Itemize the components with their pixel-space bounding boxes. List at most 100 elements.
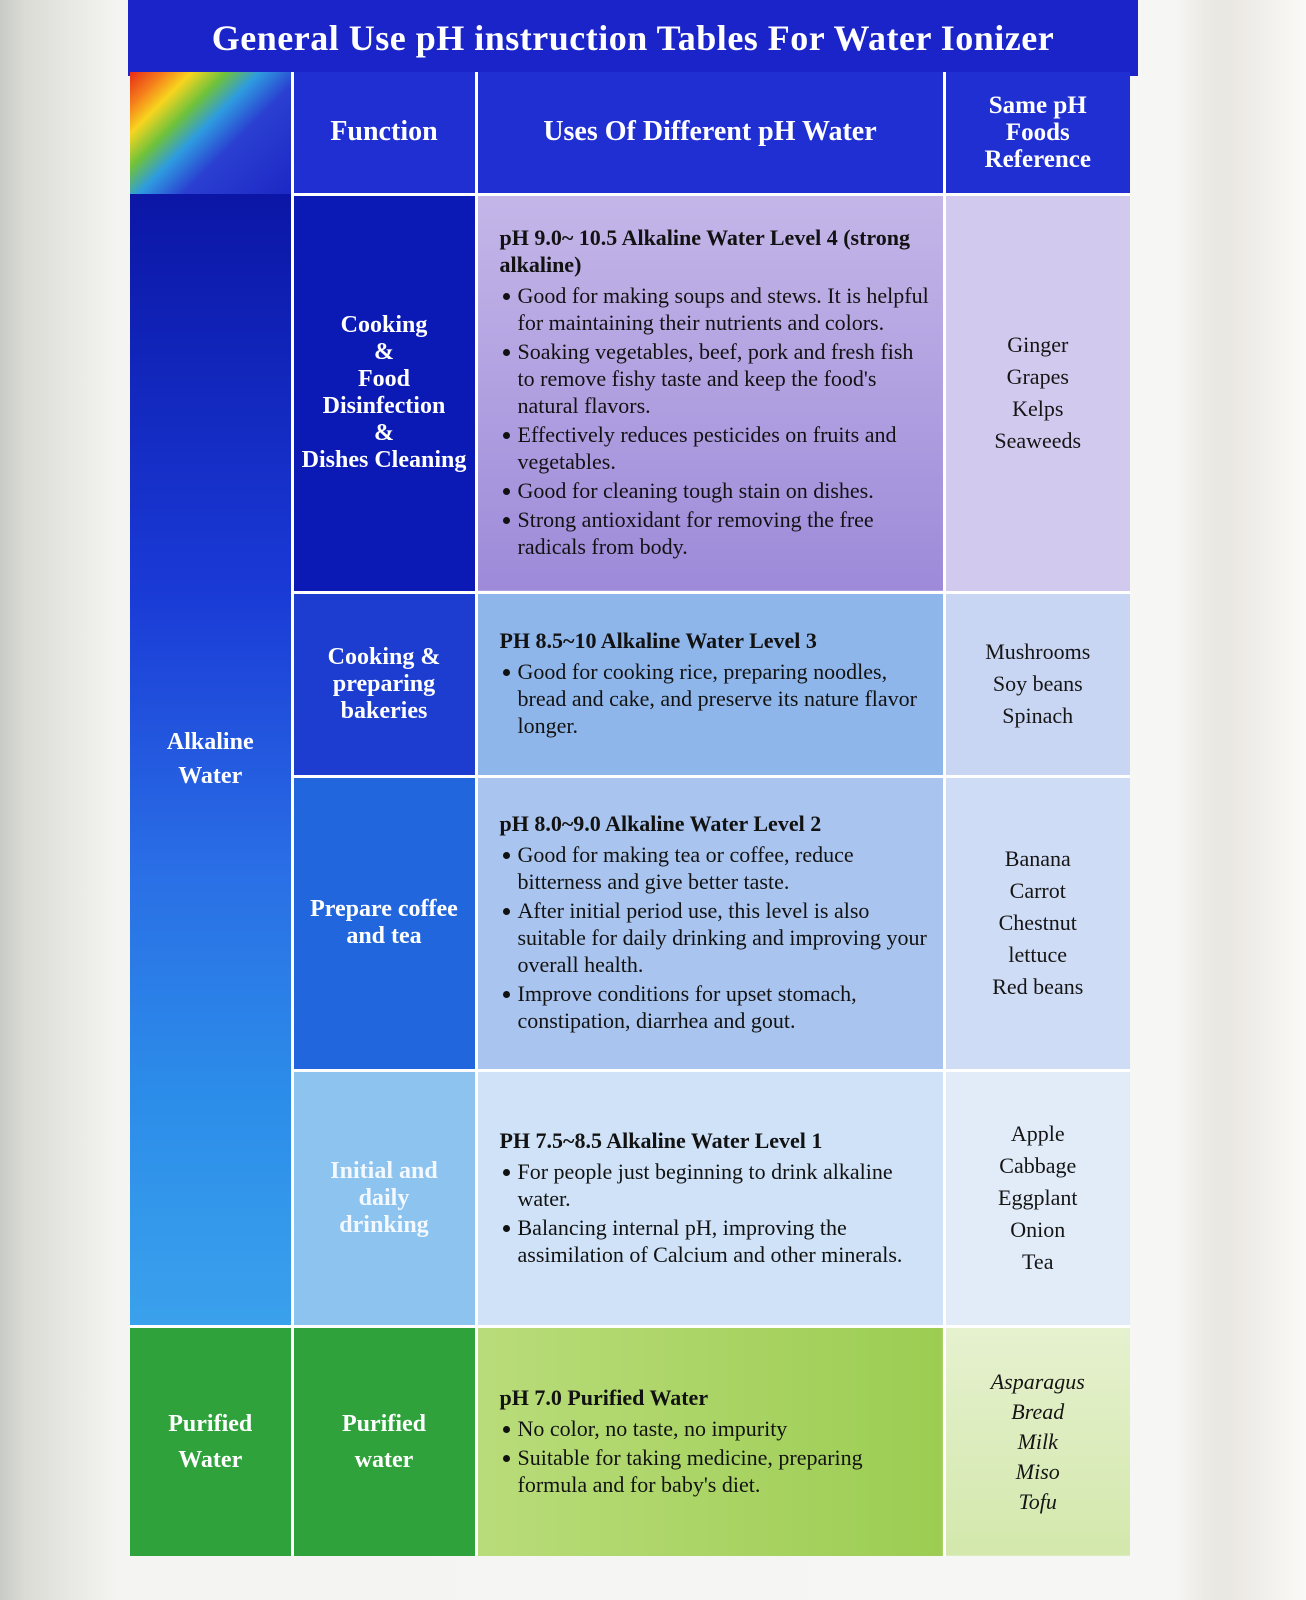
- food-item: Ginger: [1007, 332, 1069, 357]
- group-purified-line1: Purified: [168, 1410, 253, 1437]
- uses-bullet: No color, no taste, no impurity: [500, 1415, 933, 1442]
- header-function: Function: [290, 72, 476, 194]
- function-cell: Prepare coffee and tea: [290, 774, 476, 1070]
- uses-cell: PH 7.5~8.5 Alkaline Water Level 1 For pe…: [474, 1068, 944, 1326]
- uses-bullet: Effectively reduces pesticides on fruits…: [500, 421, 933, 475]
- header-foods-line3: Reference: [984, 145, 1091, 173]
- function-cell: Cooking & preparing bakeries: [290, 590, 476, 776]
- group-purified-line2: Water: [178, 1446, 243, 1473]
- food-item: Miso: [1015, 1458, 1060, 1484]
- table-row: Purified Water Purified water pH 7.0 Pur…: [130, 1324, 1130, 1556]
- uses-bullet: Good for cleaning tough stain on dishes.: [500, 477, 933, 504]
- uses-bullet: Balancing internal pH, improving the ass…: [500, 1214, 933, 1268]
- function-line: Food: [357, 366, 410, 392]
- uses-bullet: Soaking vegetables, beef, pork and fresh…: [500, 338, 933, 419]
- food-item: Spinach: [1002, 703, 1074, 728]
- uses-cell: pH 9.0~ 10.5 Alkaline Water Level 4 (str…: [474, 192, 944, 592]
- uses-list: No color, no taste, no impurity Suitable…: [500, 1415, 933, 1498]
- function-line: preparing: [332, 670, 436, 697]
- function-line: Initial and: [330, 1157, 438, 1184]
- food-item: Asparagus: [990, 1368, 1085, 1394]
- uses-bullet: Good for making soups and stews. It is h…: [500, 282, 933, 336]
- food-item: Grapes: [1006, 364, 1069, 389]
- header-foods: Same pH Foods Reference: [942, 72, 1130, 194]
- food-item: Bread: [1011, 1398, 1065, 1424]
- function-line: daily: [358, 1184, 410, 1211]
- uses-heading: pH 9.0~ 10.5 Alkaline Water Level 4 (str…: [499, 225, 911, 277]
- food-item: Chestnut: [998, 910, 1077, 935]
- table-row: Prepare coffee and tea pH 8.0~9.0 Alkali…: [130, 774, 1130, 1070]
- function-cell: Purified water: [290, 1324, 476, 1556]
- function-line: &: [374, 339, 394, 365]
- uses-cell: pH 7.0 Purified Water No color, no taste…: [474, 1324, 944, 1556]
- function-line: Dishes Cleaning: [301, 447, 467, 473]
- food-item: Apple: [1010, 1121, 1065, 1146]
- uses-bullet: After initial period use, this level is …: [500, 897, 933, 978]
- group-alkaline-line2: Water: [178, 763, 243, 790]
- function-line: &: [374, 420, 394, 446]
- food-item: Onion: [1010, 1217, 1066, 1242]
- function-line: Disinfection: [322, 393, 446, 419]
- food-item: Banana: [1004, 846, 1071, 871]
- page-title: General Use pH instruction Tables For Wa…: [211, 18, 1055, 58]
- function-line: Cooking &: [327, 643, 441, 670]
- uses-bullet: Good for making tea or coffee, reduce bi…: [500, 841, 933, 895]
- uses-heading: PH 7.5~8.5 Alkaline Water Level 1: [499, 1127, 823, 1153]
- uses-list: For people just beginning to drink alkal…: [500, 1158, 933, 1268]
- food-item: lettuce: [1008, 942, 1068, 967]
- food-item: Red beans: [992, 974, 1084, 999]
- function-line: Purified: [342, 1410, 426, 1437]
- table-row: Alkaline Water Cooking & Food Disinfecti…: [130, 192, 1130, 1326]
- food-item: Tofu: [1018, 1488, 1057, 1514]
- function-line: water: [354, 1446, 414, 1473]
- food-item: Mushrooms: [985, 639, 1091, 664]
- uses-cell: pH 8.0~9.0 Alkaline Water Level 2 Good f…: [474, 774, 944, 1070]
- header-foods-line2: Foods: [1005, 118, 1070, 146]
- uses-list: Good for cooking rice, preparing noodles…: [500, 658, 933, 739]
- function-line: Cooking: [340, 312, 428, 338]
- uses-heading: pH 7.0 Purified Water: [499, 1384, 709, 1410]
- food-item: Seaweeds: [994, 428, 1082, 453]
- food-item: Kelps: [1012, 396, 1064, 421]
- food-item: Tea: [1022, 1249, 1054, 1274]
- header-foods-line1: Same pH: [988, 91, 1087, 119]
- paper-edge: [1180, 0, 1306, 1600]
- foods-cell: Banana Carrot Chestnut lettuce Red beans: [942, 774, 1130, 1070]
- uses-list: Good for making tea or coffee, reduce bi…: [500, 841, 933, 1034]
- uses-bullet: Improve conditions for upset stomach, co…: [500, 980, 933, 1034]
- title-bar: General Use pH instruction Tables For Wa…: [128, 0, 1138, 76]
- function-line: drinking: [339, 1211, 429, 1238]
- food-item: Eggplant: [998, 1185, 1078, 1210]
- uses-bullet: Suitable for taking medicine, preparing …: [500, 1444, 933, 1498]
- uses-bullet: Strong antioxidant for removing the free…: [500, 506, 933, 560]
- ph-table: Function Uses Of Different pH Water Same…: [130, 72, 1130, 1556]
- rainbow-corner: [130, 72, 292, 194]
- foods-cell: Ginger Grapes Kelps Seaweeds: [942, 192, 1130, 592]
- uses-bullet: For people just beginning to drink alkal…: [500, 1158, 933, 1212]
- uses-heading: pH 8.0~9.0 Alkaline Water Level 2: [499, 811, 822, 836]
- food-item: Cabbage: [999, 1153, 1077, 1178]
- header-uses: Uses Of Different pH Water: [474, 72, 944, 194]
- uses-cell: PH 8.5~10 Alkaline Water Level 3 Good fo…: [474, 590, 944, 776]
- group-alkaline-line1: Alkaline: [166, 729, 254, 756]
- foods-cell: Apple Cabbage Eggplant Onion Tea: [942, 1068, 1130, 1326]
- function-line: bakeries: [340, 697, 428, 724]
- group-purified-water: Purified Water: [130, 1324, 292, 1556]
- function-cell: Cooking & Food Disinfection & Dishes Cle…: [290, 192, 476, 592]
- uses-heading: PH 8.5~10 Alkaline Water Level 3: [499, 628, 817, 653]
- group-alkaline-water: Alkaline Water: [130, 194, 292, 1326]
- food-item: Soy beans: [992, 671, 1083, 696]
- food-item: Carrot: [1009, 878, 1066, 903]
- table-header-row: Function Uses Of Different pH Water Same…: [130, 72, 1130, 194]
- food-item: Milk: [1017, 1428, 1058, 1454]
- table-row: Initial and daily drinking PH 7.5~8.5 Al…: [130, 1068, 1130, 1326]
- foods-cell: Mushrooms Soy beans Spinach: [942, 590, 1130, 776]
- uses-bullet: Good for cooking rice, preparing noodles…: [500, 658, 933, 739]
- function-line: and tea: [346, 923, 422, 949]
- function-cell: Initial and daily drinking: [290, 1068, 476, 1326]
- function-line: Prepare coffee: [310, 896, 458, 922]
- foods-cell: Asparagus Bread Milk Miso Tofu: [942, 1324, 1130, 1556]
- table-row: Cooking & preparing bakeries PH 8.5~10 A…: [130, 590, 1130, 776]
- instruction-sheet: General Use pH instruction Tables For Wa…: [128, 0, 1168, 1600]
- uses-list: Good for making soups and stews. It is h…: [500, 282, 933, 560]
